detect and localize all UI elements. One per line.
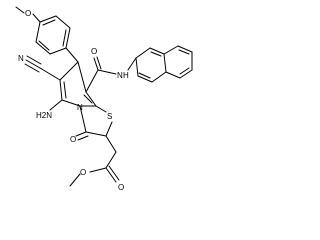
- atom-o-ester-double: O: [118, 183, 124, 192]
- bond-methyl-o: [15, 6, 25, 14]
- bond-naph-inner-3: [178, 49, 190, 55]
- bond-c8a-c8: [85, 91, 97, 107]
- bond-ar-inner-1: [42, 19, 56, 26]
- bond-c6-c5: [59, 79, 63, 101]
- molecule-structure-diagram: O N N H O H2N N S O O O: [15, 6, 193, 192]
- bond-ch2-co: [105, 151, 117, 169]
- bond-naph-7: [163, 45, 179, 55]
- bond-c3-o-double: [77, 135, 89, 141]
- bond-c2-c3: [85, 131, 107, 137]
- bond-naph-3: [163, 53, 167, 73]
- atom-h2n-amino: H2N: [36, 111, 52, 120]
- bond-aryl-c7: [65, 47, 79, 63]
- bond-ar1: [39, 15, 57, 23]
- bond-c5-n4: [61, 99, 81, 107]
- bond-ar4: [49, 47, 67, 55]
- bond-s-c2: [105, 121, 113, 137]
- bond-nitrile-2: [26, 55, 42, 65]
- bond-o-methyl: [69, 173, 81, 187]
- bond-naph-11: [165, 71, 181, 79]
- bond-ar5: [35, 41, 51, 55]
- bond-o-aryl: [32, 13, 41, 23]
- bond-c2-ch2: [105, 135, 117, 153]
- bond-n-naph: [127, 57, 137, 71]
- bond-co-o-double-2: [108, 165, 120, 181]
- atom-o-methoxy: O: [25, 9, 31, 18]
- bond-c7-c6: [59, 61, 79, 81]
- bond-c6-cn: [39, 67, 61, 81]
- bond-c6-c5-double: [63, 81, 67, 99]
- bond-amide-c-n: [97, 69, 117, 75]
- bond-naph-inner-2: [138, 72, 151, 79]
- bond-c8-amide-c: [85, 69, 99, 93]
- atom-o-amide: O: [91, 47, 97, 56]
- atom-h-amide: H: [123, 71, 129, 80]
- bond-naph-5: [137, 75, 153, 83]
- bond-c8a-c8-double: [83, 94, 93, 104]
- structure-svg: O N N H O H2N N S O O O: [15, 6, 193, 192]
- bond-c5-nh2: [49, 99, 63, 111]
- bond-c7-c8: [77, 61, 87, 93]
- atom-n-nitrile: N: [18, 54, 24, 63]
- bond-naph-inner-4: [179, 67, 190, 75]
- bond-naph-4: [151, 71, 167, 83]
- bond-nitrile-1: [25, 59, 41, 69]
- bond-naph-10: [179, 69, 193, 79]
- bond-ar-inner-2: [62, 29, 67, 47]
- bond-naph-8: [177, 45, 193, 53]
- atom-o-ester-single: O: [80, 168, 86, 177]
- atom-n-ring: N: [77, 103, 83, 112]
- bond-amide-co: [93, 57, 99, 71]
- bond-ar3: [65, 27, 71, 49]
- bond-ar2: [55, 15, 71, 29]
- bond-c8a-s: [95, 105, 107, 113]
- bond-c3-n4: [79, 105, 87, 133]
- bond-naph-inner-1: [150, 51, 162, 57]
- atom-n-amide: N: [117, 71, 123, 80]
- bond-amide-co-double: [96, 56, 102, 70]
- atom-s-ring: S: [107, 112, 112, 121]
- bond-ar-inner-3: [38, 40, 50, 51]
- bond-co-o-double: [105, 167, 117, 183]
- bond-naph-6: [135, 57, 139, 77]
- bond-naph-2: [149, 47, 165, 55]
- bond-naph-1: [135, 47, 151, 59]
- bond-nitrile-3: [24, 63, 40, 73]
- atom-o-carbonyl: O: [70, 135, 76, 144]
- bond-ar6: [35, 21, 41, 43]
- bond-c3-o: [75, 131, 87, 137]
- bond-co-o-single: [89, 167, 107, 173]
